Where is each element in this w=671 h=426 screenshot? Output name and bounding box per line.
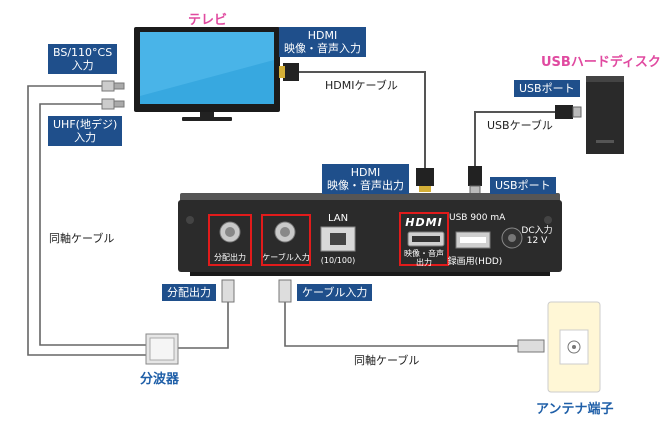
hdmi-in-tag: HDMI 映像・音声入力: [279, 27, 366, 57]
tv-icon: [134, 27, 280, 121]
antenna-outlet-icon: [547, 301, 601, 393]
cable-in-plug: [278, 279, 292, 303]
coax-antenna-line: [284, 300, 518, 347]
hdmi-cable-label: HDMIケーブル: [325, 79, 398, 92]
antenna-title: アンテナ端子: [536, 402, 614, 417]
tv-title: テレビ: [188, 13, 228, 28]
cable-in-tag: ケーブル入力: [297, 284, 373, 301]
hdmi-out-tag: HDMI 映像・音声出力: [322, 164, 409, 194]
bs-cs-input-tag: BS/110°CS 入力: [48, 44, 118, 74]
split-out-tag: 分配出力: [162, 284, 216, 301]
coax-bottom-label: 同軸ケーブル: [354, 354, 420, 367]
usb-port-bottom-tag: USBポート: [490, 177, 556, 194]
coax-bs-line: [27, 85, 148, 356]
usb-cable-line: [474, 111, 555, 168]
coax-uhf-line: [39, 103, 148, 346]
tv-hdmi-plug: [279, 63, 299, 81]
panel-lan-sub: (10/100): [320, 256, 356, 265]
uhf-input-tag: UHF(地デジ) 入力: [48, 116, 123, 146]
hdmi-port: [407, 231, 445, 247]
panel-dc-label: DC入力 12 V: [521, 226, 553, 246]
panel-hdmi-sub: 映像・音声 出力: [404, 249, 444, 267]
box-usb-plug: [468, 166, 482, 195]
tuner-box-icon: [178, 193, 562, 276]
antenna-plug: [517, 339, 545, 353]
usb-port: [455, 231, 491, 249]
cable-in-highlight: [261, 214, 311, 266]
hdmi-cable-line: [298, 71, 426, 168]
usb-port-top-tag: USBポート: [514, 80, 580, 97]
coax-left-label: 同軸ケーブル: [49, 232, 115, 245]
panel-usb-sub: 録画用(HDD): [447, 257, 503, 267]
hdd-title: USBハードディスク: [541, 55, 661, 70]
coax-split-line: [178, 300, 229, 349]
hdd-usb-plug: [555, 105, 582, 119]
tv-rca-connectors: [101, 80, 125, 110]
split-out-highlight: [208, 214, 252, 266]
split-out-plug: [221, 279, 235, 303]
lan-port: [320, 226, 356, 252]
dc-port: [501, 227, 523, 249]
hdmi-out-highlight: [399, 212, 449, 266]
usb-cable-label: USBケーブル: [487, 119, 553, 132]
panel-split-out-label: 分配出力: [214, 253, 246, 262]
splitter-title: 分波器: [140, 372, 180, 387]
hdmi-logo: HDMI: [405, 216, 443, 229]
cable-in-port: [274, 221, 296, 243]
box-hdmi-plug: [416, 168, 434, 192]
usb-hdd-icon: [586, 76, 624, 154]
splitter-icon: [145, 333, 179, 365]
panel-lan-label: LAN: [327, 213, 349, 224]
panel-usb-spec: USB 900 mA: [449, 213, 506, 223]
split-out-port: [219, 221, 241, 243]
panel-cable-in-label: ケーブル入力: [262, 253, 310, 262]
